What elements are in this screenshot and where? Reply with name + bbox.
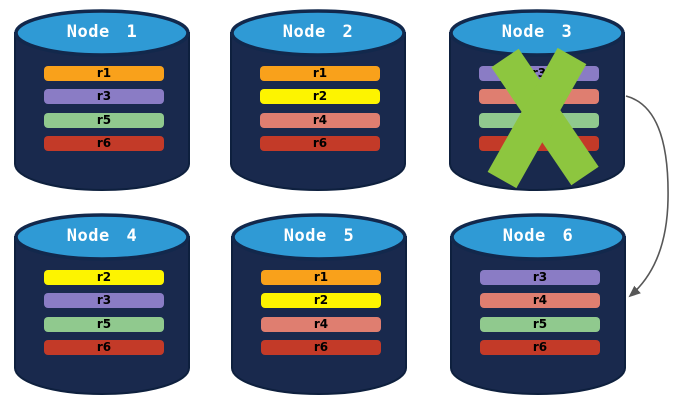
- replica-bar: r6: [44, 340, 164, 355]
- replica-label: r6: [532, 340, 548, 354]
- replica-bar: r4: [260, 113, 380, 128]
- replica-bar: r2: [44, 270, 164, 285]
- node-1: Node 1 r1 r3 r5 r6: [13, 7, 191, 195]
- replica-bar: r3: [44, 293, 164, 308]
- replica-label: r2: [312, 89, 328, 103]
- node-5: Node 5 r1 r2 r4 r6: [230, 211, 408, 399]
- replica-label: r1: [312, 66, 328, 80]
- x-leg: [487, 47, 587, 189]
- replica-bar: r2: [261, 293, 381, 308]
- replica-label: r5: [96, 317, 112, 331]
- cylinder-top: [231, 213, 407, 261]
- replica-bar: r2: [260, 89, 380, 104]
- node-6: Node 6 r3 r4 r5 r6: [449, 211, 627, 399]
- replica-label: r3: [532, 270, 548, 284]
- replica-bar: r5: [480, 317, 600, 332]
- replica-bar: r6: [44, 136, 164, 151]
- replica-label: r6: [312, 136, 328, 150]
- replica-label: r5: [532, 317, 548, 331]
- replica-label: r2: [96, 270, 112, 284]
- replica-bar: r4: [261, 317, 381, 332]
- replica-label: r6: [313, 340, 329, 354]
- replica-label: r6: [96, 136, 112, 150]
- node-title: Node 5: [283, 226, 355, 246]
- replica-label: r6: [96, 340, 112, 354]
- replica-label: r3: [96, 89, 112, 103]
- replica-bar: r6: [480, 340, 600, 355]
- replica-label: r1: [96, 66, 112, 80]
- cylinder-top: [450, 213, 626, 261]
- replica-bar: r6: [261, 340, 381, 355]
- node-2: Node 2 r1 r2 r4 r6: [229, 7, 407, 195]
- replica-bar: r1: [44, 66, 164, 81]
- node-title: Node 3: [501, 22, 573, 42]
- replica-bar: r5: [44, 113, 164, 128]
- cylinder-top: [14, 9, 190, 57]
- replica-bar: r5: [44, 317, 164, 332]
- arrow-curve: [625, 95, 669, 298]
- replica-bar: r6: [260, 136, 380, 151]
- replica-bar: r3: [44, 89, 164, 104]
- node-title: Node 1: [66, 22, 138, 42]
- cylinder-top: [449, 9, 625, 57]
- replica-label: r5: [96, 113, 112, 127]
- replica-bar: r1: [260, 66, 380, 81]
- replica-label: r4: [532, 293, 548, 307]
- node-4: Node 4 r2 r3 r5 r6: [13, 211, 191, 399]
- cylinder-top: [14, 213, 190, 261]
- replica-label: r1: [313, 270, 329, 284]
- node-title: Node 4: [66, 226, 138, 246]
- failover-arrow: [625, 95, 669, 298]
- node-title: Node 6: [502, 226, 574, 246]
- replica-label: r3: [96, 293, 112, 307]
- replica-bar: r1: [261, 270, 381, 285]
- node-title: Node 2: [282, 22, 354, 42]
- replica-label: r2: [313, 293, 329, 307]
- cylinder-top: [230, 9, 406, 57]
- failure-x-icon: [487, 47, 599, 189]
- replica-label: r4: [312, 113, 328, 127]
- replica-label: r4: [313, 317, 329, 331]
- replica-bar: r4: [480, 293, 600, 308]
- replica-bar: r3: [480, 270, 600, 285]
